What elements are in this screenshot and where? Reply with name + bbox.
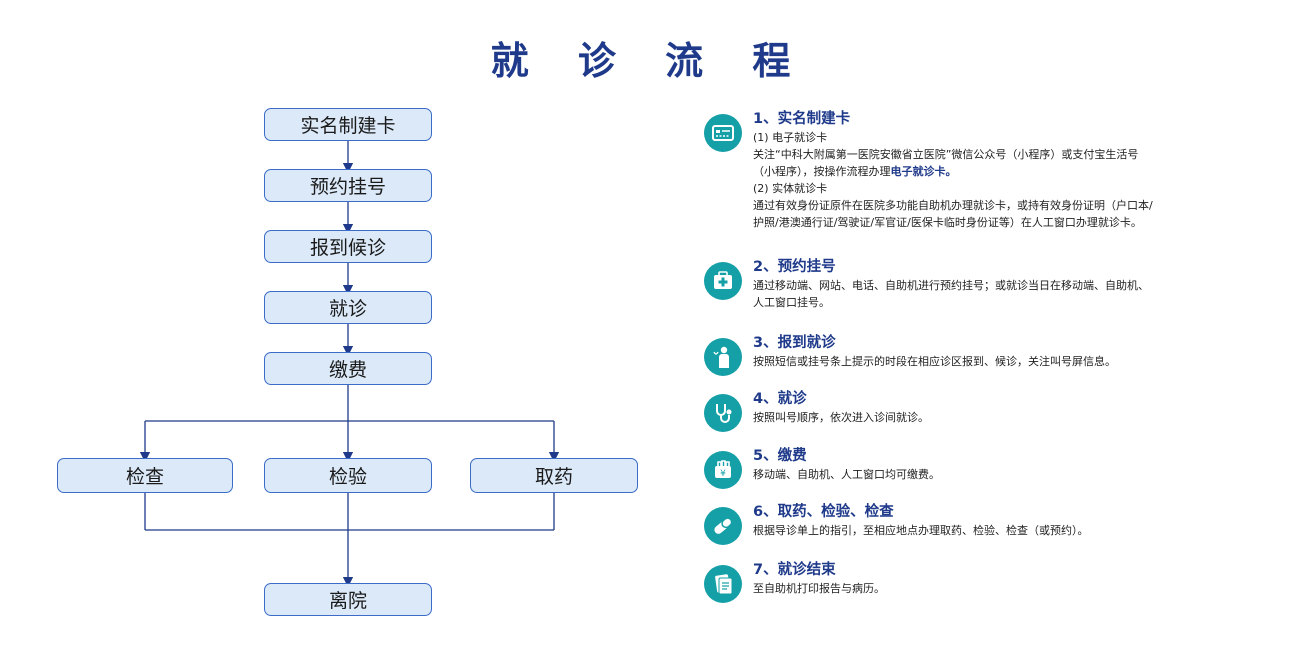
step-title: 2、预约挂号: [753, 259, 836, 275]
page-title: 就 诊 流 程: [490, 39, 809, 83]
node-medicine: 取药: [470, 458, 638, 493]
step-line: 至自助机打印报告与病历。: [753, 582, 885, 595]
flowchart: 实名制建卡 预约挂号 报到候诊 就诊 缴费 检查 检验 取药 离院: [57, 108, 638, 616]
step-line: 人工窗口挂号。: [753, 296, 830, 309]
step-line: 护照/港澳通行证/驾驶证/军官证/医保卡临时身份证等）在人工窗口办理就诊卡。: [753, 216, 1142, 229]
step-title: 4、就诊: [753, 391, 807, 407]
svg-text:¥: ¥: [720, 469, 726, 479]
node-appointment: 预约挂号: [264, 169, 432, 202]
step-line: (1) 电子就诊卡: [753, 131, 828, 144]
payment-icon: ¥: [704, 451, 742, 489]
step-line: 按照短信或挂号条上提示的时段在相应诊区报到、候诊，关注叫号屏信息。: [753, 355, 1116, 368]
doctor-icon: [704, 338, 742, 376]
step-line-text: （小程序），按操作流程办理: [753, 165, 891, 178]
step-line: （小程序），按操作流程办理电子就诊卡。: [753, 163, 1258, 180]
flow-connectors: [139, 141, 560, 588]
id-card-icon: [704, 114, 742, 152]
step-title: 6、取药、检验、检查: [753, 504, 894, 520]
step-line: 通过移动端、网站、电话、自助机进行预约挂号；或就诊当日在移动端、自助机、: [753, 279, 1149, 292]
step-line: 通过有效身份证原件在医院多功能自助机办理就诊卡，或持有效身份证明（户口本/: [753, 199, 1153, 212]
step-title: 7、就诊结束: [753, 562, 836, 578]
step-title: 3、报到就诊: [753, 335, 836, 351]
step-line: (2) 实体就诊卡: [753, 182, 828, 195]
node-consult: 就诊: [264, 291, 432, 324]
medical-kit-icon: [704, 262, 742, 300]
step-title: 5、缴费: [753, 448, 807, 464]
node-lab-test: 检验: [264, 458, 432, 493]
node-payment: 缴费: [264, 352, 432, 385]
step-title: 1、实名制建卡: [753, 111, 851, 127]
node-checkin: 报到候诊: [264, 230, 432, 263]
node-register-card: 实名制建卡: [264, 108, 432, 141]
step-line: 移动端、自助机、人工窗口均可缴费。: [753, 468, 940, 481]
step-line: 关注“中科大附属第一医院安徽省立医院”微信公众号（小程序）或支付宝生活号: [753, 148, 1139, 161]
stethoscope-icon: [704, 394, 742, 432]
node-leave: 离院: [264, 583, 432, 616]
step-line: 根据导诊单上的指引，至相应地点办理取药、检验、检查（或预约）。: [753, 524, 1089, 537]
report-icon: [704, 565, 742, 603]
electronic-card-highlight: 电子就诊卡。: [890, 165, 957, 178]
pill-icon: [704, 507, 742, 545]
node-examination: 检查: [57, 458, 233, 493]
step-line: 按照叫号顺序，依次进入诊间就诊。: [753, 411, 929, 424]
